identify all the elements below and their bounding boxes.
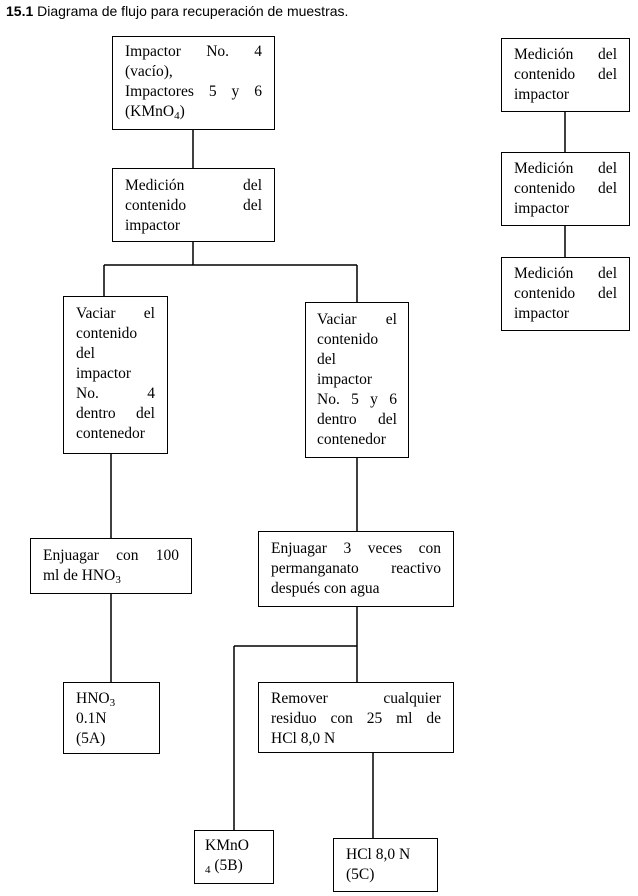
impactors-line2: (vacío), — [125, 63, 173, 80]
right-measure-1-line1: Medición del — [514, 46, 617, 63]
rinse-hno3-box: Enjuagar con 100 ml de HNO3 — [30, 538, 192, 594]
empty-impactor-4-box: Vaciar el contenido del impactor No. 4 d… — [63, 296, 168, 454]
empty4-line1: Vaciar el — [76, 305, 155, 322]
empty4-line7: contenedor — [76, 425, 145, 442]
measure-main-line3: impactor — [125, 217, 181, 234]
right-measure-box-1: Medición del contenido del impactor — [501, 38, 630, 112]
empty56-line3: del — [317, 351, 336, 368]
empty56-line5: No. 5 y 6 — [317, 391, 397, 408]
rinse-kmno4-box: Enjuagar 3 veces con permanganato reacti… — [258, 531, 454, 607]
empty-impactor-56-box: Vaciar el contenido del impactor No. 5 y… — [305, 302, 409, 458]
hno3-sample-line1-pre: HNO — [76, 690, 110, 707]
remove-hcl-line3: HCl 8,0 N — [271, 730, 336, 747]
empty4-line6: dentro del — [76, 405, 155, 422]
hcl-sample-line2: (5C) — [346, 866, 375, 883]
empty56-line7: contenedor — [317, 431, 386, 448]
rinse-hno3-line2: ml de HNO3 — [43, 566, 179, 586]
remove-hcl-line1: Remover cualquier — [271, 690, 441, 707]
hcl-sample-line1: HCl 8,0 N — [346, 846, 411, 863]
right-measure-1-line2: contenido del — [514, 66, 617, 83]
title-text: Diagrama de flujo para recuperación de m… — [33, 3, 349, 19]
impactors-line3: Impactores 5 y 6 — [125, 83, 262, 100]
title-number: 15.1 — [6, 3, 34, 19]
measure-main-box: Medición del contenido del impactor — [112, 168, 275, 242]
empty56-line2: contenido — [317, 331, 379, 348]
right-measure-box-2: Medición del contenido del impactor — [501, 152, 630, 226]
kmno4-sample-line2-post: (5B) — [210, 857, 243, 874]
impactors-line1: Impactor No. 4 — [125, 43, 262, 60]
impactors-line4-pre: (KMnO — [125, 103, 175, 120]
impactors-line4: (KMnO4) — [125, 102, 262, 122]
hno3-sample-line3: (5A) — [76, 730, 106, 747]
measure-main-line2: contenido del — [125, 197, 262, 214]
hno3-sample-line1: HNO3 — [76, 689, 147, 709]
kmno4-sample-line2: 4 (5B) — [205, 856, 263, 876]
right-measure-2-line1: Medición del — [514, 160, 617, 177]
empty56-line1: Vaciar el — [317, 311, 397, 328]
empty56-line4: impactor — [317, 371, 373, 388]
empty4-line4: impactor — [76, 365, 132, 382]
hcl-sample-box: HCl 8,0 N (5C) — [333, 838, 438, 892]
rinse-kmno4-line3: después con agua — [271, 580, 380, 597]
right-measure-2-line2: contenido del — [514, 180, 617, 197]
empty4-line3: del — [76, 345, 95, 362]
right-measure-3-line3: impactor — [514, 305, 570, 322]
impactors-box: Impactor No. 4 (vacío), Impactores 5 y 6… — [112, 36, 275, 130]
hno3-sample-line1-sub: 3 — [109, 697, 116, 709]
remove-hcl-box: Remover cualquier residuo con 25 ml de H… — [258, 682, 454, 753]
rinse-hno3-line1: Enjuagar con 100 — [43, 547, 179, 564]
remove-hcl-line2: residuo con 25 ml de — [271, 710, 441, 727]
rinse-kmno4-line1: Enjuagar 3 veces con — [271, 540, 441, 557]
right-measure-box-3: Medición del contenido del impactor — [501, 257, 630, 331]
right-measure-3-line1: Medición del — [514, 265, 617, 282]
kmno4-sample-line1: KMnO — [205, 837, 249, 854]
hno3-sample-box: HNO3 0.1N (5A) — [63, 682, 160, 754]
empty4-line2: contenido — [76, 325, 138, 342]
empty56-line6: dentro del — [317, 411, 397, 428]
rinse-kmno4-line2: permanganato reactivo — [271, 560, 441, 577]
right-measure-3-line2: contenido del — [514, 285, 617, 302]
impactors-line4-sub: 4 — [174, 110, 180, 122]
kmno4-sample-line2-sub: 4 — [205, 864, 211, 876]
right-measure-2-line3: impactor — [514, 200, 570, 217]
empty4-line5: No. 4 — [76, 385, 155, 402]
diagram-title: 15.1 Diagrama de flujo para recuperación… — [6, 3, 348, 19]
right-measure-1-line3: impactor — [514, 86, 570, 103]
kmno4-sample-box: KMnO 4 (5B) — [194, 830, 274, 884]
rinse-hno3-line2-pre: ml de HNO — [43, 567, 116, 584]
impactors-line4-post: ) — [179, 103, 185, 120]
hno3-sample-line2: 0.1N — [76, 710, 107, 727]
measure-main-line1: Medición del — [125, 177, 262, 194]
rinse-hno3-line2-sub: 3 — [115, 574, 121, 586]
